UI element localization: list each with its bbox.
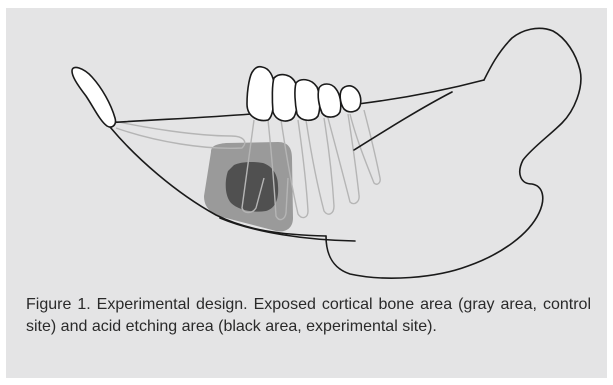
figure-caption: Figure 1. Experimental design. Exposed c… bbox=[26, 294, 591, 338]
mandible-diagram bbox=[6, 8, 607, 288]
experimental-site-area bbox=[226, 162, 278, 212]
molars bbox=[247, 67, 361, 121]
figure-panel: Figure 1. Experimental design. Exposed c… bbox=[6, 8, 607, 378]
incisor bbox=[72, 67, 115, 127]
mandible-outline bbox=[106, 28, 581, 278]
